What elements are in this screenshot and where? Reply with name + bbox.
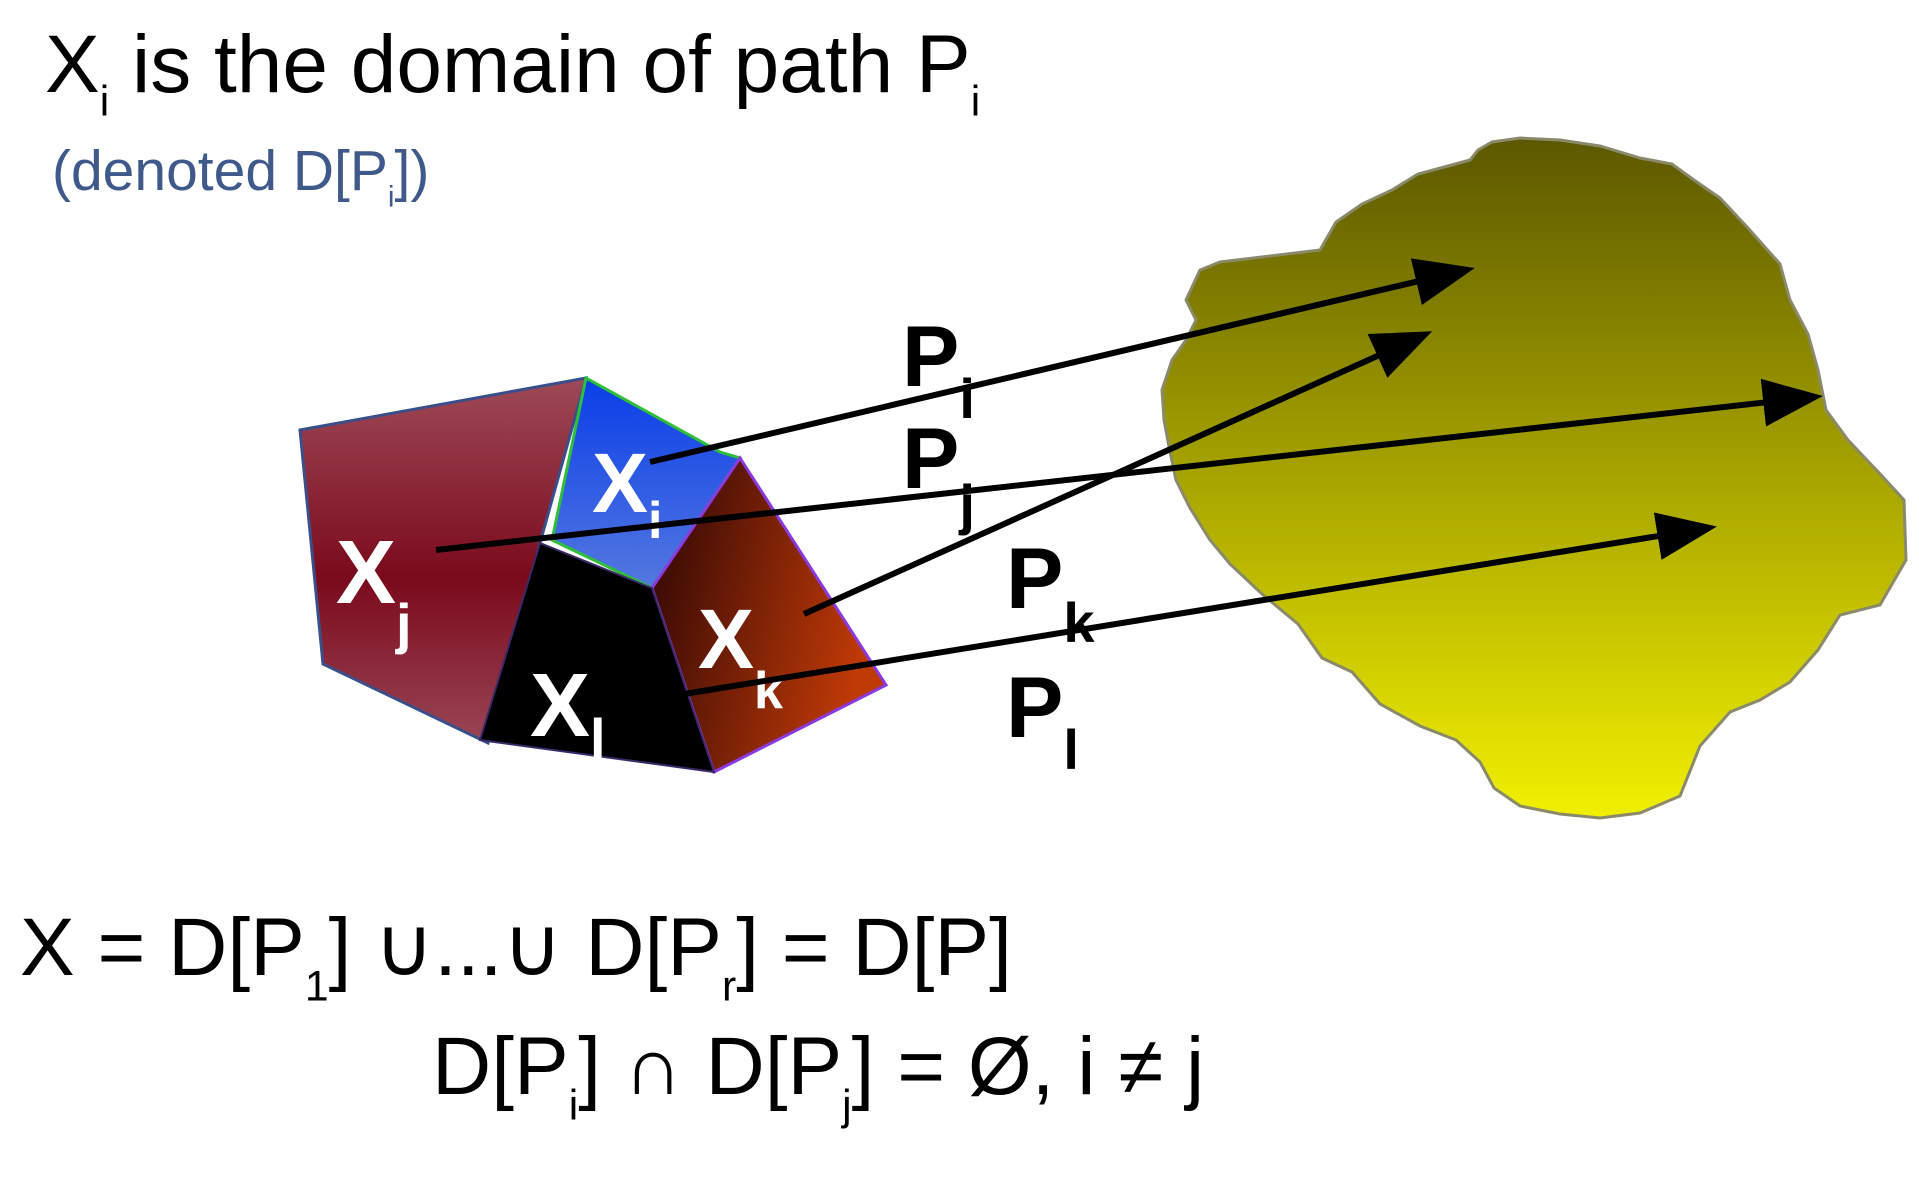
region-label-xj: Xj — [336, 523, 412, 655]
subtitle-post: ]) — [394, 139, 430, 203]
region-xl — [478, 541, 716, 774]
path-arrow-pi — [649, 258, 1475, 465]
formula-disjoint-a-sub: i — [568, 1081, 579, 1130]
formula-disjoint: D[Pi] ∩ D[Pj] = Ø, i ≠ j — [432, 1020, 1205, 1127]
formula-union-b-sub: r — [722, 962, 737, 1011]
region-label-xi: Xi — [592, 436, 662, 550]
formula-disjoint-c: ] = Ø, i ≠ j — [851, 1021, 1205, 1112]
subtitle-sub: i — [387, 180, 395, 214]
formula-disjoint-b-sub: j — [842, 1081, 852, 1130]
path-label-pi: Pi — [902, 309, 975, 430]
path-label-pk: Pk — [1006, 531, 1095, 654]
formula-union: X = D[P1] ∪...∪ D[Pr] = D[P] — [20, 900, 1012, 1008]
subtitle: (denoted D[Pi]) — [52, 138, 430, 212]
region-label-xl: Xl — [530, 656, 606, 770]
formula-union-c: ] = D[P] — [736, 902, 1012, 993]
title-var-sub: i — [99, 77, 110, 126]
formula-disjoint-a: D[P — [432, 1021, 569, 1112]
formula-union-a: X = D[P — [20, 902, 305, 993]
path-arrow-pl — [683, 512, 1717, 697]
region-label-xk: Xk — [698, 592, 783, 720]
subtitle-pre: (denoted D[P — [52, 139, 388, 203]
codomain-region — [1160, 136, 1908, 820]
formula-union-a-sub: 1 — [304, 962, 329, 1011]
formula-disjoint-b: ] ∩ D[P — [578, 1021, 843, 1112]
title-text-sub: i — [970, 77, 981, 126]
path-arrow-pj — [435, 378, 1823, 553]
title: Xi is the domain of path Pi — [45, 18, 980, 123]
title-text: is the domain of path P — [109, 19, 971, 110]
title-var: X — [45, 19, 100, 110]
formula-union-b: ] ∪...∪ D[P — [328, 902, 722, 993]
path-label-pj: Pj — [902, 411, 975, 536]
path-label-pl: Pl — [1006, 660, 1079, 781]
